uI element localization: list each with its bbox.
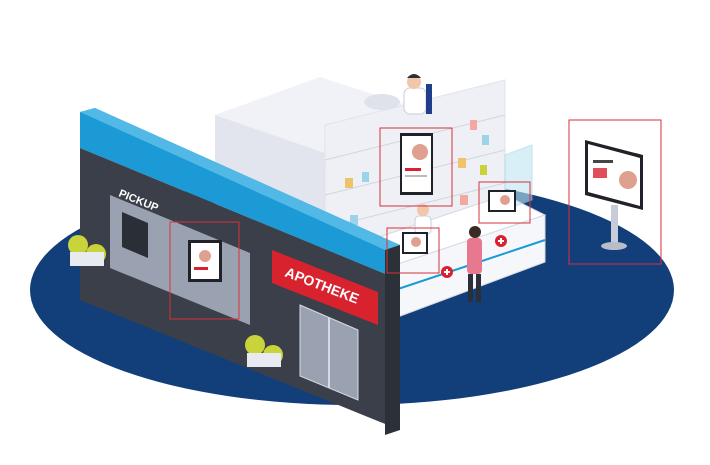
customer-person bbox=[467, 226, 482, 302]
counter-screen-left bbox=[402, 232, 428, 254]
highlight-box-counter-screen bbox=[478, 181, 531, 224]
window-digital-screen bbox=[188, 240, 222, 282]
shelf-digital-screen bbox=[400, 133, 433, 195]
highlight-box-shelf-screen bbox=[379, 127, 453, 207]
counter-screen-right bbox=[488, 190, 516, 212]
facade-side bbox=[385, 245, 400, 435]
apotheke-sign-board bbox=[272, 250, 378, 325]
highlight-boxes bbox=[169, 119, 662, 320]
bush-planter bbox=[68, 235, 106, 266]
pickup-window-inner bbox=[122, 212, 148, 258]
plus-icon bbox=[441, 266, 453, 278]
pharmacist-person bbox=[414, 204, 432, 235]
highlight-box-kiosk bbox=[568, 119, 662, 265]
facade-blue-band bbox=[80, 108, 400, 280]
plus-icon bbox=[495, 235, 507, 247]
bush-planter bbox=[245, 335, 283, 367]
highlight-box-window-screen bbox=[169, 221, 240, 320]
shelf-products bbox=[345, 120, 489, 225]
facade-top bbox=[80, 108, 400, 250]
standing-kiosk bbox=[585, 140, 643, 250]
seated-person bbox=[364, 74, 432, 115]
highlight-box-counter-left bbox=[386, 227, 440, 274]
